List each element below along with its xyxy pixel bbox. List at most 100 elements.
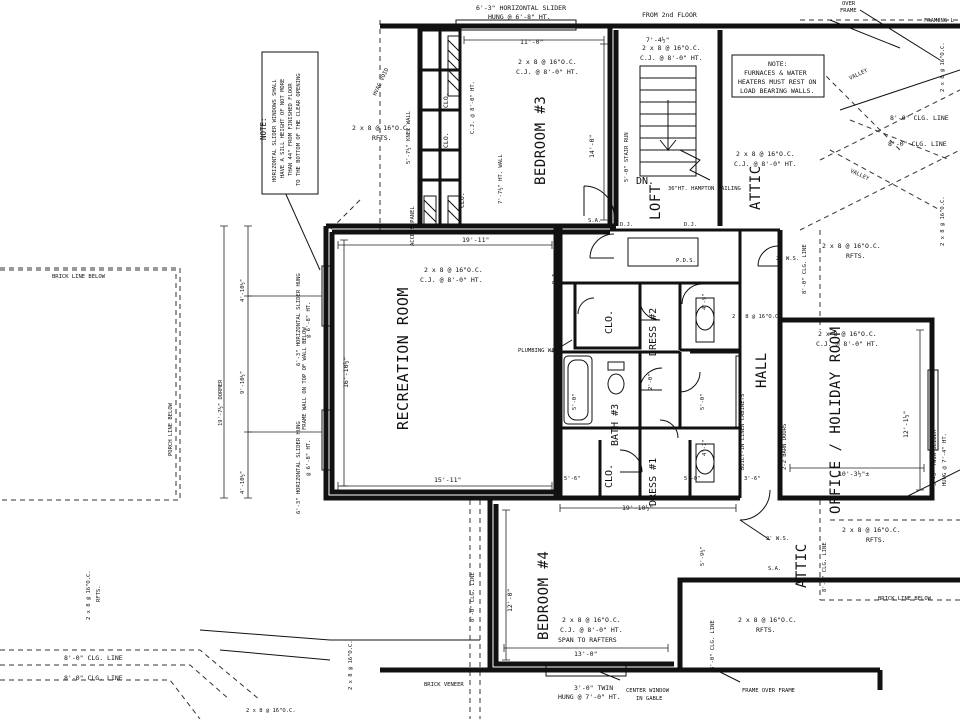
rec-cj: C.J. @ 8'-0" HT. [420, 276, 483, 284]
furnace-note-line-1: FURNACES & WATER [744, 69, 807, 77]
rafters-right-2: 2 x 8 @ 16"O.C. [940, 196, 946, 246]
leader-lines [283, 19, 901, 683]
rec-depth: 16'-10½" [342, 357, 350, 388]
bedroom4-label: BEDROOM #4 [536, 551, 552, 640]
top-slider-hung-label: HUNG @ 6'-8" HT. [488, 13, 551, 21]
clg-line-bedroom4: 8'-0" CLG. LINE [470, 572, 476, 622]
dimension-lines [220, 36, 925, 661]
dj-label-2: D.J. [684, 222, 697, 228]
dj-label-3: D.J. [552, 271, 558, 284]
hall-width: 19'-10½" [622, 504, 653, 512]
framing-line-label: FRAMING L [924, 18, 954, 24]
note-box-left [261, 51, 319, 195]
attic-cj-top: C.J. @ 8'-0" HT. [734, 160, 797, 168]
hall-joist: 2 x 8 @ 16"O.C. [732, 314, 782, 320]
furnace-note-line-3: LOAD BEARING WALLS. [740, 87, 814, 95]
clg-line-bottom-right: 8'-0" CLG. LINE [822, 542, 828, 592]
clg-line-bottom-1: 8'-0" CLG. LINE [64, 654, 123, 662]
access-panel-label: ACCESS PANEL [410, 206, 416, 246]
attic-label-top: ATTIC [748, 165, 764, 210]
ht-wall-label: 7'-7½" HT. WALL [497, 154, 504, 204]
stair-joist: 2 x 8 @ 16"O.C. [642, 44, 701, 52]
attic-label-bottom: ATTIC [794, 543, 810, 588]
rafters-bottom-mid: 2 x 8 @ 16"O.C. [348, 640, 354, 690]
dormer-dim-2: 9'-10½" [239, 371, 246, 394]
brick-line-below-left: BRICK LINE BELOW [52, 274, 106, 280]
stair-width-dim: 7'-4½" [646, 36, 669, 44]
slider-lower-2: @ 6'-8" HT. [306, 440, 312, 476]
dim-5-0-a: 5'-0" [572, 393, 578, 410]
linen-label: BUILT-IN LINEN CABINETS [740, 394, 746, 470]
closet-label-2: CLO. [442, 132, 450, 148]
note-line-1: HORIZONTAL SLIDER WINDOWS SHALL [272, 79, 278, 182]
stair-run-label: 5'-0" STAIR RUN [624, 132, 630, 182]
clg-line-top-3: 8'-0" CLG. LINE [802, 244, 808, 294]
rec-joist: 2 x 8 @ 16"O.C. [424, 266, 483, 274]
dim-4-7: 4'-7" [702, 439, 708, 456]
center-window-label: CENTER WINDOW [626, 688, 670, 694]
dim-5-6: 5'-6" [564, 476, 581, 482]
horizontal-slider-note: NOTE: HORIZONTAL SLIDER WINDOWS SHALL HA… [259, 73, 302, 186]
note-box-right [731, 54, 825, 98]
windows [321, 19, 939, 677]
in-gable-label: IN GABLE [636, 696, 663, 702]
over-frame-label-top: OVER [842, 1, 856, 7]
bath3-label: BATH #3 [610, 404, 621, 446]
rafters-joist-left: 2 x 8 @ 16"O.C. [352, 124, 411, 132]
rec-width-bottom: 15'-11" [434, 476, 461, 484]
bedroom3-width: 11'-0" [520, 38, 543, 46]
barn-doors-label: 2-2 BARN DOORS [782, 424, 788, 470]
roof-lines [0, 9, 960, 719]
slider-upper-2: @ 6'-8" HT. [306, 302, 312, 338]
bedroom4-depth: 12'-0" [506, 589, 514, 612]
note-line-4: TO THE BOTTOM OF THE CLEAR OPENING [296, 73, 302, 186]
furnace-note-title: NOTE: [768, 60, 788, 68]
hall-label: HALL [754, 352, 770, 388]
stair-cj: C.J. @ 8'-0" HT. [640, 54, 703, 62]
clg-line-top-1: 8'-0" CLG. LINE [890, 114, 949, 122]
stair [627, 65, 711, 267]
rafters-bottom-right-b: RFTS. [866, 536, 886, 544]
frame-wall-label: FRAME WALL ON TOP OF WALL BELOW [302, 327, 308, 430]
rafters-right-3b: RFTS. [846, 252, 866, 260]
dim-5-0-b: 5'-0" [700, 393, 706, 410]
closet-label-central-2: CLO. [604, 464, 615, 488]
dim-3-6: 3'-6" [744, 476, 761, 482]
rafters-right-3: 2 x 8 @ 16"O.C. [822, 242, 881, 250]
bedroom4-span: SPAN TO RAFTERS [558, 636, 617, 644]
hvac-void-label: HVAC VOID [372, 67, 390, 97]
dress1-label: DRESS #1 [648, 458, 659, 506]
slider-upper-1: 6'-3" HORIZONTAL SLIDER HUNG [296, 273, 302, 366]
dj-label-1: D.J. [620, 222, 633, 228]
clg-line-bottom-2: 8'-0" CLG. LINE [64, 674, 123, 682]
office-depth: 12'-1½" [902, 411, 910, 438]
closet-label-3: CLO. [458, 192, 466, 208]
rec-width-top: 19'-11" [462, 236, 489, 244]
door-swings [577, 185, 779, 541]
dormer-total: 19'-7½" DORMER [217, 379, 224, 426]
note-line-3: THAN 44" FROM FINISHED FLOOR [288, 83, 294, 176]
bedroom4-joist: 2 x 8 @ 16"O.C. [562, 616, 621, 624]
top-slider-label: 6'-3" HORIZONTAL SLIDER [476, 4, 566, 12]
note-line-2: HAVE A SILL HEIGHT OF NOT MORE [280, 79, 286, 178]
bedroom3-label: BEDROOM #3 [533, 96, 549, 185]
dress2-label: DRESS #2 [648, 308, 659, 356]
pds-label: P.D.S. [676, 258, 696, 264]
note-title: NOTE: [259, 117, 268, 140]
dim-4-9: 4'-9" [702, 293, 708, 310]
loft-label: LOFT [648, 184, 664, 220]
office-cj: C.J. @ 8'-0" HT. [816, 340, 879, 348]
dormer-dim-1: 4'-10½" [239, 279, 246, 302]
twin-hung-ht: HUNG @ 7'-0" HT. [558, 693, 621, 701]
office-label: OFFICE / HOLIDAY ROOM [828, 326, 844, 514]
twin-hung-label: 3'-0" TWIN [574, 684, 613, 692]
walk-space-bottom: 2' W.S. [766, 536, 789, 542]
slider-lower-1: 6'-3" HORIZONTAL SLIDER HUNG [296, 421, 302, 514]
from-2nd-floor-label: FROM 2nd FLOOR [642, 11, 697, 19]
rafters-label-left: RFTS. [372, 134, 392, 142]
clg-line-bottom-right-2: 8'-0" CLG. LINE [710, 620, 716, 670]
clg-line-top-2: 8'-0" CLG. LINE [888, 140, 947, 148]
dormer-dim-3: 4'-10½" [239, 471, 246, 494]
closet-label-1: CLO. [442, 92, 450, 108]
